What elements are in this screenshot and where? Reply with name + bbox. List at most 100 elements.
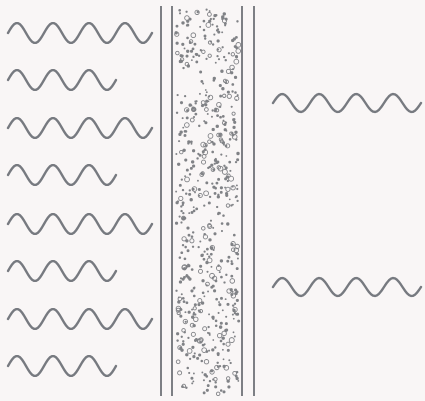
- particle: [203, 20, 206, 23]
- particle: [175, 31, 178, 34]
- particle: [193, 287, 196, 290]
- particle: [204, 121, 207, 124]
- particle: [188, 234, 191, 237]
- particle: [225, 166, 228, 169]
- particle: [188, 311, 191, 314]
- particle: [180, 210, 182, 212]
- particle: [187, 337, 189, 339]
- particle: [216, 206, 218, 208]
- particle: [216, 362, 218, 364]
- particle: [234, 76, 237, 79]
- particle: [229, 138, 232, 141]
- particle: [193, 312, 195, 314]
- particle: [199, 241, 201, 243]
- particle: [202, 291, 205, 294]
- particle: [235, 161, 237, 163]
- particle: [198, 125, 200, 127]
- particle: [199, 93, 201, 95]
- particle: [229, 199, 231, 201]
- particle: [199, 26, 201, 28]
- particle: [192, 164, 195, 167]
- particle: [222, 349, 224, 351]
- particle: [193, 295, 196, 298]
- particle: [227, 349, 230, 352]
- particle: [203, 379, 205, 381]
- particle: [203, 258, 206, 261]
- particle: [230, 293, 233, 296]
- particle: [175, 153, 177, 155]
- particle: [232, 304, 234, 306]
- particle: [232, 134, 235, 137]
- particle: [217, 39, 220, 42]
- particle: [184, 175, 186, 177]
- particle: [234, 303, 236, 305]
- particle: [235, 55, 238, 58]
- particle: [237, 258, 239, 260]
- particle: [218, 212, 221, 215]
- particle: [198, 55, 200, 57]
- particle: [214, 192, 217, 195]
- particle: [222, 115, 225, 118]
- particle: [197, 303, 200, 306]
- particle: [226, 260, 229, 263]
- particle: [225, 18, 228, 21]
- particle: [189, 358, 191, 360]
- particle: [204, 37, 206, 39]
- particle: [175, 290, 177, 292]
- particle: [219, 84, 222, 87]
- particle: [232, 186, 234, 188]
- particle: [193, 210, 196, 213]
- particle: [190, 140, 193, 143]
- particle: [220, 340, 223, 343]
- particle: [214, 381, 216, 383]
- particle: [224, 177, 227, 180]
- particle: [226, 303, 229, 306]
- particle: [187, 367, 190, 370]
- particle: [221, 87, 224, 90]
- particle: [181, 43, 184, 46]
- particle: [201, 372, 203, 374]
- particle: [211, 316, 214, 319]
- particle: [225, 155, 227, 157]
- particle: [199, 195, 201, 197]
- particle: [198, 188, 201, 191]
- particle: [227, 385, 230, 388]
- particle: [212, 142, 215, 145]
- particle: [209, 380, 211, 382]
- particle: [228, 161, 231, 164]
- particle: [191, 316, 194, 319]
- particle: [219, 271, 221, 273]
- particle: [222, 214, 225, 217]
- particle: [231, 262, 234, 265]
- particle: [203, 29, 206, 32]
- particle: [207, 384, 210, 387]
- particle: [180, 221, 182, 223]
- particle: [224, 187, 226, 189]
- particle: [236, 184, 238, 186]
- particle: [206, 9, 208, 11]
- particle: [207, 167, 209, 169]
- particle: [178, 140, 180, 142]
- particle: [220, 297, 223, 300]
- particle: [220, 191, 223, 194]
- particle: [208, 100, 210, 102]
- particle: [175, 222, 178, 225]
- particle: [196, 357, 199, 360]
- particle: [227, 91, 230, 94]
- particle: [185, 353, 188, 356]
- particle: [237, 253, 240, 256]
- particle: [181, 336, 183, 338]
- particle: [230, 243, 233, 246]
- particle: [235, 138, 237, 140]
- particle: [228, 256, 231, 259]
- particle: [223, 358, 225, 360]
- particle: [198, 353, 201, 356]
- particle: [208, 255, 210, 257]
- particle: [223, 281, 225, 283]
- particle: [208, 313, 210, 315]
- particle: [193, 206, 195, 208]
- particle: [207, 291, 209, 293]
- particle: [184, 311, 186, 313]
- particle: [200, 80, 203, 83]
